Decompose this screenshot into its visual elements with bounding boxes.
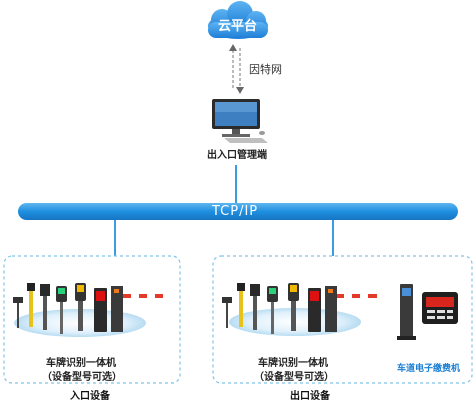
entry-equipment-box — [3, 255, 181, 384]
payment-kiosk-icon — [397, 284, 458, 340]
computer-icon — [212, 99, 268, 143]
payment-kiosk-label: 车道电子缴费机 — [397, 364, 461, 374]
exit-section-label: 出口设备 — [290, 391, 330, 402]
management-terminal-label: 出入口管理端 — [207, 150, 267, 161]
exit-device-model-label: （设备型号可选） — [254, 372, 334, 383]
entry-device-label: 车牌识别一体机 — [46, 358, 116, 369]
tcp-ip-label: TCP/IP — [212, 204, 259, 219]
exit-devices-illustration — [222, 283, 377, 336]
cloud-icon — [208, 1, 268, 39]
exit-device-label: 车牌识别一体机 — [258, 358, 328, 369]
bidirectional-arrow — [229, 44, 244, 94]
entry-section-label: 入口设备 — [70, 391, 110, 402]
entry-device-model-label: （设备型号可选） — [42, 372, 122, 383]
cloud-platform-label: 云平台 — [218, 19, 258, 34]
entry-devices-illustration — [13, 283, 171, 337]
internet-label: 因特网 — [249, 63, 282, 76]
tcp-ip-bus — [18, 203, 458, 220]
exit-equipment-box — [212, 255, 473, 384]
